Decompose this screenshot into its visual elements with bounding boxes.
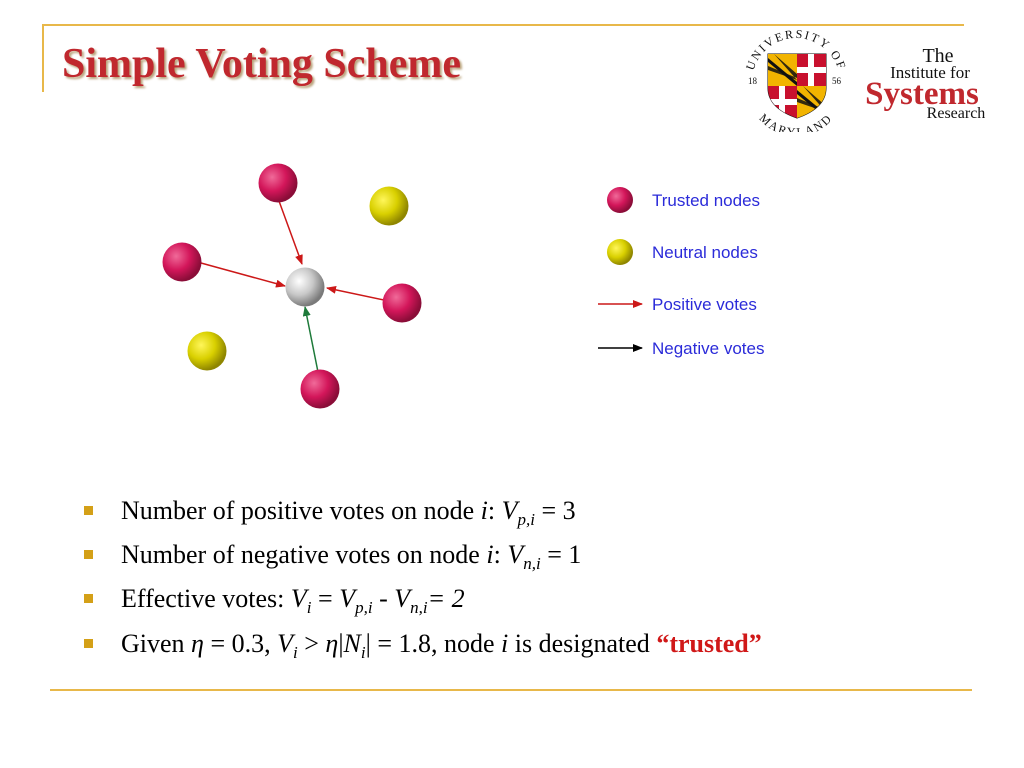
slide-frame-left	[42, 24, 44, 92]
trusted-node-bottom	[300, 369, 340, 409]
slide-title: Simple Voting Scheme	[62, 41, 462, 87]
slide-frame-bottom	[50, 689, 972, 691]
isr-wordmark: The Institute for Systems Research	[865, 45, 985, 122]
trusted-designation: “trusted”	[656, 628, 762, 658]
square-bullet-icon	[84, 550, 93, 560]
positive-vote-arrow-top	[278, 200, 303, 265]
isr-line-the: The	[922, 45, 953, 67]
trusted-node-right	[382, 283, 422, 323]
bullet-negative-votes: Number of negative votes on node i: Vn,i…	[84, 537, 762, 581]
positive-vote-arrow-left	[200, 262, 286, 288]
maryland-shield-icon	[767, 53, 827, 119]
isr-line-systems: Systems	[865, 76, 979, 112]
square-bullet-icon	[84, 506, 93, 515]
legend-neutral-label: Neutral nodes	[652, 243, 758, 262]
isr-line-institute: Institute for	[890, 63, 970, 82]
bullet-positive-votes: Number of positive votes on node i: Vp,i…	[84, 493, 762, 537]
trusted-node-left	[162, 242, 202, 282]
seal-year-left: 18	[748, 76, 758, 86]
slide-frame-top	[42, 24, 964, 26]
bullet-threshold: Given η = 0.3, Vi > η|Ni| = 1.8, node i …	[84, 626, 762, 670]
isr-line-research: Research	[927, 105, 986, 122]
institute-logo: UNIVERSITY OF MARYLAND 18 56	[743, 27, 986, 132]
voting-diagram	[162, 163, 643, 409]
trusted-node-top	[258, 163, 298, 203]
legend-positive-label: Positive votes	[652, 295, 757, 314]
seal-year-right: 56	[832, 76, 842, 86]
positive-vote-arrow-right	[326, 285, 385, 301]
legend-trusted-label: Trusted nodes	[652, 191, 761, 210]
neutral-node-top-right	[369, 186, 409, 226]
bullet-effective-votes: Effective votes: Vi = Vp,i - Vn,i= 2	[84, 581, 762, 625]
legend-trusted-swatch	[607, 187, 633, 213]
neutral-node-bottom-left	[187, 331, 227, 371]
center-node-i	[285, 267, 325, 307]
square-bullet-icon	[84, 638, 93, 648]
negative-vote-arrow-bottom	[302, 306, 319, 373]
legend-negative-label: Negative votes	[652, 339, 765, 358]
bullet-list: Number of positive votes on node i: Vp,i…	[84, 493, 762, 670]
square-bullet-icon	[84, 594, 93, 604]
legend-neutral-swatch	[607, 239, 633, 265]
